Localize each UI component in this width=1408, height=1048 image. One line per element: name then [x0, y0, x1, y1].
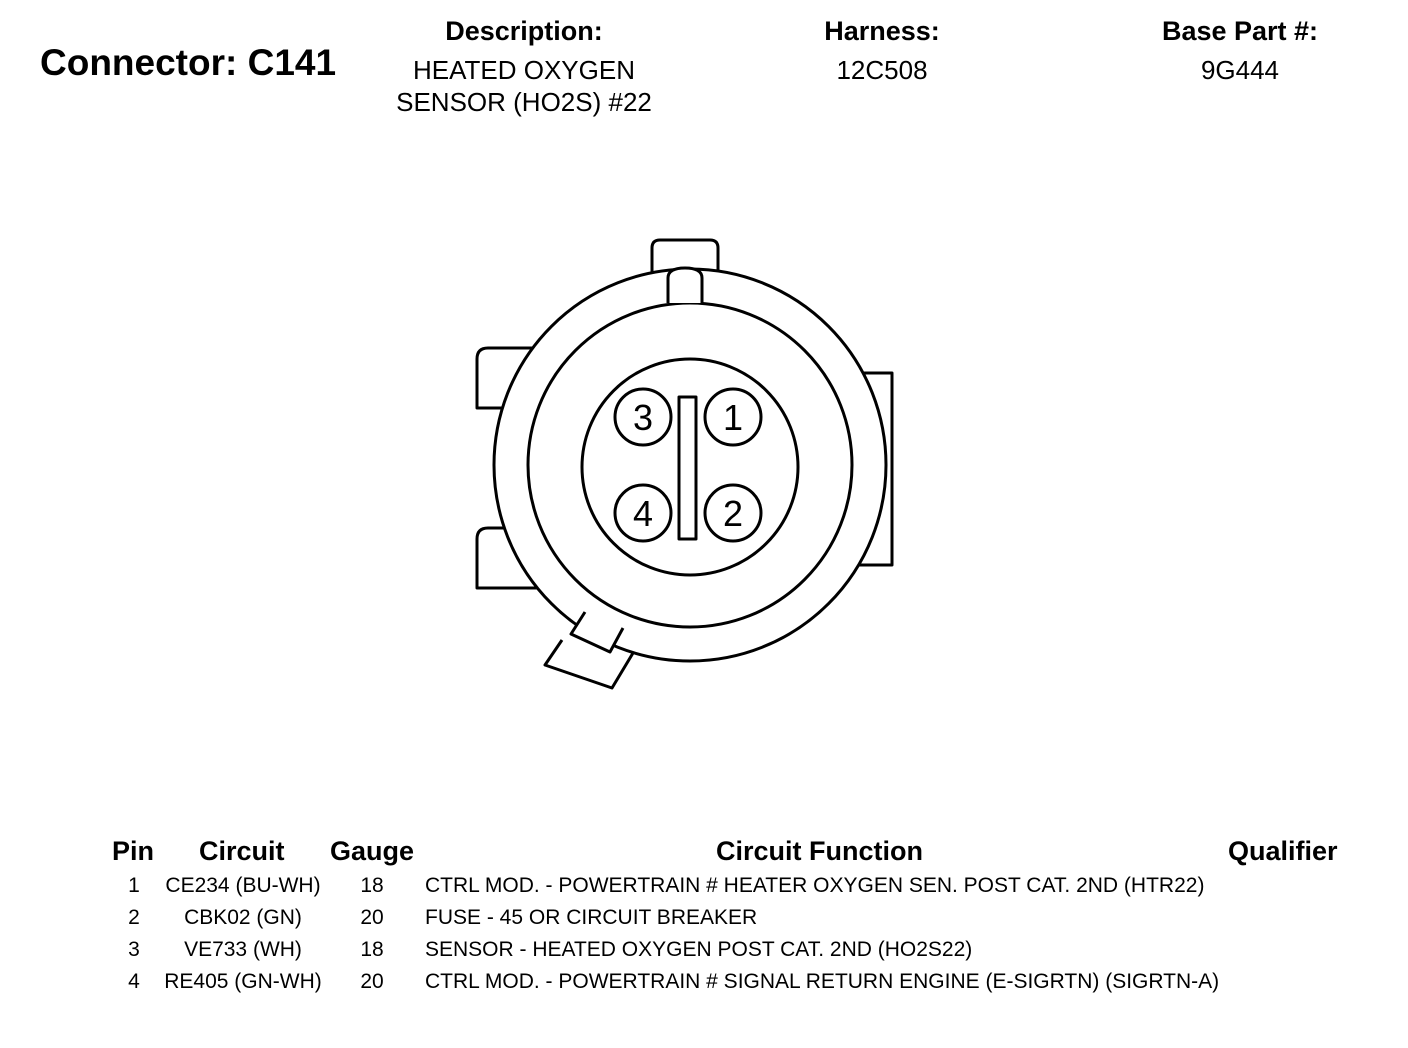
row-pin: 4 [128, 970, 140, 993]
pin-4-circle [613, 483, 673, 543]
bottom-key-inner [569, 611, 625, 654]
description-value: HEATED OXYGEN SENSOR (HO2S) #22 [396, 55, 652, 117]
row-function: CTRL MOD. - POWERTRAIN # SIGNAL RETURN E… [425, 970, 1220, 993]
col-header-circuit-function: Circuit Function [716, 836, 923, 866]
col-header-pin: Pin [112, 836, 155, 866]
row-circuit: VE733 (WH) [184, 938, 302, 961]
connector-title: Connector: C141 [40, 42, 337, 83]
harness-label: Harness: [824, 16, 940, 46]
col-header-gauge: Gauge [330, 836, 415, 866]
base-part-value: 9G444 [1200, 55, 1280, 85]
col-header-qualifier: Qualifier [1228, 836, 1338, 866]
row-circuit: CE234 (BU-WH) [165, 874, 321, 897]
pin-1-label: 1 [723, 397, 743, 438]
row-function: FUSE - 45 OR CIRCUIT BREAKER [425, 906, 758, 929]
row-gauge: 18 [360, 874, 384, 897]
pin-4-label: 4 [633, 493, 653, 534]
row-gauge: 20 [360, 906, 384, 929]
row-function: CTRL MOD. - POWERTRAIN # HEATER OXYGEN S… [425, 874, 1205, 897]
pin-3-label: 3 [633, 397, 653, 438]
pin-3-circle [613, 387, 673, 447]
base-part-label: Base Part #: [1161, 16, 1319, 46]
row-circuit: RE405 (GN-WH) [164, 970, 322, 993]
center-divider-bar [677, 395, 698, 541]
row-pin: 1 [128, 874, 140, 897]
top-key-inner [666, 266, 704, 303]
col-header-circuit: Circuit [199, 836, 285, 866]
description-label: Description: [445, 16, 603, 46]
row-gauge: 20 [360, 970, 384, 993]
pin-2-label: 2 [723, 493, 743, 534]
row-pin: 3 [128, 938, 140, 961]
connector-face-diagram: 3 1 4 2 [475, 238, 894, 690]
row-circuit: CBK02 (GN) [184, 906, 302, 929]
harness-value: 12C508 [836, 55, 928, 85]
pin-1-circle [703, 387, 763, 447]
pin-2-circle [703, 483, 763, 543]
row-function: SENSOR - HEATED OXYGEN POST CAT. 2ND (HO… [425, 938, 973, 961]
row-pin: 2 [128, 906, 140, 929]
row-gauge: 18 [360, 938, 384, 961]
